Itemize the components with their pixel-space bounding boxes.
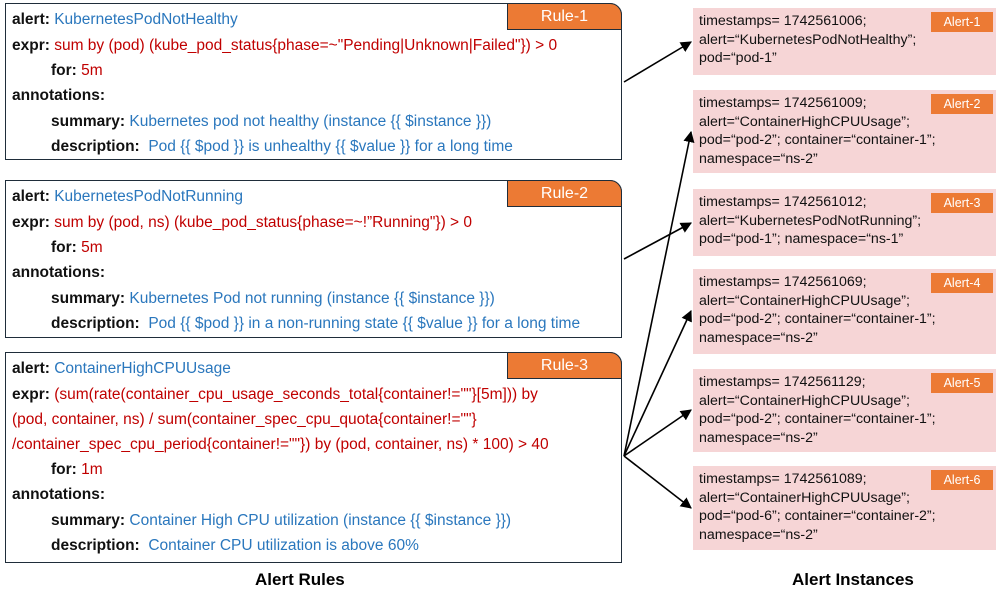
annotations-line: annotations: [12,264,105,281]
arrow-rule2-alert3 [623,222,692,260]
rule-box-1: Rule-1 alert: KubernetesPodNotHealthy ex… [5,3,622,160]
alert-name: ContainerHighCPUUsage [54,360,231,377]
alert-line: alert: KubernetesPodNotHealthy [12,11,238,28]
alert-instance-5: Alert-5 timestamps= 1742561129;alert=“Co… [693,369,996,452]
summary-line: summary: Kubernetes pod not healthy (ins… [51,113,492,130]
alert-tag: Alert-4 [931,273,993,293]
description-line: description: Pod {{ $pod }} is unhealthy… [51,138,513,155]
alert-line: alert: KubernetesPodNotRunning [12,188,243,205]
rule-tag: Rule-2 [507,180,622,207]
alert-name: KubernetesPodNotRunning [54,188,243,205]
arrow-rule1-alert1 [623,41,692,83]
expr-line: expr: sum by (pod, ns) (kube_pod_status{… [12,214,473,231]
arrow-rule3-alert4 [623,309,692,457]
alert-instance-1: Alert-1 timestamps= 1742561006;alert=“Ku… [693,8,996,75]
rule-box-3: Rule-3 alert: ContainerHighCPUUsage expr… [5,352,622,563]
expr-line-continued: /container_spec_cpu_period{container!=""… [12,436,549,453]
rule-tag: Rule-1 [507,3,622,30]
alert-tag: Alert-5 [931,373,993,393]
caption-alert-rules: Alert Rules [255,570,345,589]
annotations-line: annotations: [12,486,105,503]
arrow-rule3-alert6 [623,455,692,509]
alert-line: alert: ContainerHighCPUUsage [12,360,231,377]
alert-instance-text: timestamps= 1742561012;alert=“Kubernetes… [699,194,922,247]
alert-tag: Alert-2 [931,94,993,114]
rule-tag: Rule-3 [507,352,622,379]
alert-instance-text: timestamps= 1742561089;alert=“ContainerH… [699,471,936,543]
alert-instance-text: timestamps= 1742561069;alert=“ContainerH… [699,274,936,346]
alert-instance-text: timestamps= 1742561006;alert=“Kubernetes… [699,13,917,66]
description-line: description: Pod {{ $pod }} in a non-run… [51,315,581,332]
alert-tag: Alert-6 [931,470,993,490]
arrow-rule3-alert2 [623,130,695,457]
alert-instance-6: Alert-6 timestamps= 1742561089;alert=“Co… [693,466,996,550]
expr-line: expr: sum by (pod) (kube_pod_status{phas… [12,37,558,54]
alert-instance-text: timestamps= 1742561129;alert=“ContainerH… [699,374,936,446]
alert-instance-4: Alert-4 timestamps= 1742561069;alert=“Co… [693,269,996,354]
alert-instance-2: Alert-2 timestamps= 1742561009;alert=“Co… [693,90,996,173]
for-line: for: 5m [51,239,103,256]
alert-instance-text: timestamps= 1742561009;alert=“ContainerH… [699,95,936,167]
alert-tag: Alert-3 [931,193,993,213]
arrow-rule3-alert5 [623,409,692,457]
expr-line-continued: (pod, container, ns) / sum(container_spe… [12,411,477,428]
description-line: description: Container CPU utilization i… [51,537,419,554]
expr-line: expr: (sum(rate(container_cpu_usage_seco… [12,386,538,403]
alert-instance-3: Alert-3 timestamps= 1742561012;alert=“Ku… [693,189,996,256]
summary-line: summary: Container High CPU utilization … [51,512,512,529]
summary-line: summary: Kubernetes Pod not running (ins… [51,290,495,307]
for-line: for: 5m [51,62,103,79]
rule-box-2: Rule-2 alert: KubernetesPodNotRunning ex… [5,180,622,338]
for-line: for: 1m [51,461,103,478]
caption-alert-instances: Alert Instances [792,570,914,589]
alert-tag: Alert-1 [931,12,993,32]
annotations-line: annotations: [12,87,105,104]
alert-name: KubernetesPodNotHealthy [54,11,238,28]
